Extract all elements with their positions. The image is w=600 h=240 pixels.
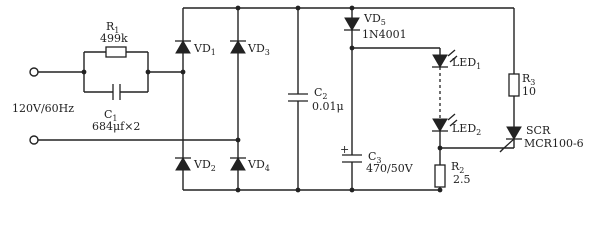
vd1-label: VD1 bbox=[193, 42, 216, 57]
scr-value: MCR100-6 bbox=[524, 137, 584, 150]
vd2-label: VD2 bbox=[193, 158, 216, 173]
r2-label: R2 bbox=[451, 160, 464, 175]
c3-value: 470/50V bbox=[366, 162, 414, 175]
r1-value: 499k bbox=[100, 32, 128, 45]
scr-label: SCR bbox=[526, 124, 551, 137]
vd3-label: VD3 bbox=[247, 42, 270, 57]
diode-vd5 bbox=[344, 8, 360, 155]
c1-label: C1 bbox=[104, 108, 118, 123]
input-terminal-top bbox=[29, 67, 39, 77]
diode-vd1 bbox=[175, 40, 191, 54]
c1-value: 684μf×2 bbox=[92, 120, 140, 133]
input-terminal-bottom bbox=[29, 135, 39, 145]
svg-text:+: + bbox=[340, 143, 349, 156]
r3-label: R3 bbox=[522, 72, 535, 87]
c3-label: C3 bbox=[368, 150, 382, 165]
diode-vd2 bbox=[175, 157, 191, 171]
input-network-wires bbox=[38, 51, 238, 141]
diode-vd4 bbox=[230, 157, 246, 171]
capacitor-c1 bbox=[112, 84, 121, 100]
thyristor-scr bbox=[440, 126, 522, 149]
r2-value: 2.5 bbox=[453, 173, 471, 186]
r3-value: 10 bbox=[522, 85, 536, 98]
vd5-value: 1N4001 bbox=[362, 28, 407, 41]
diode-vd3 bbox=[230, 40, 246, 54]
vd4-label: VD4 bbox=[247, 158, 270, 173]
r1-label: R1 bbox=[106, 20, 119, 35]
resistor-r3 bbox=[508, 73, 520, 97]
bridge-wires bbox=[182, 7, 514, 191]
c2-value: 0.01μ bbox=[312, 100, 344, 113]
circuit-schematic: 120V/60Hz R1 499k C1 684μf×2 bbox=[12, 5, 584, 193]
c2-label: C2 bbox=[314, 86, 328, 101]
source-label: 120V/60Hz bbox=[12, 102, 74, 115]
resistor-r2 bbox=[434, 164, 446, 188]
capacitor-c3: + bbox=[340, 143, 362, 190]
led2-label: LED2 bbox=[452, 122, 481, 137]
vd5-label: VD5 bbox=[363, 12, 386, 27]
led1-label: LED1 bbox=[452, 56, 481, 71]
resistor-r1 bbox=[105, 46, 127, 58]
capacitor-c2 bbox=[288, 8, 308, 190]
